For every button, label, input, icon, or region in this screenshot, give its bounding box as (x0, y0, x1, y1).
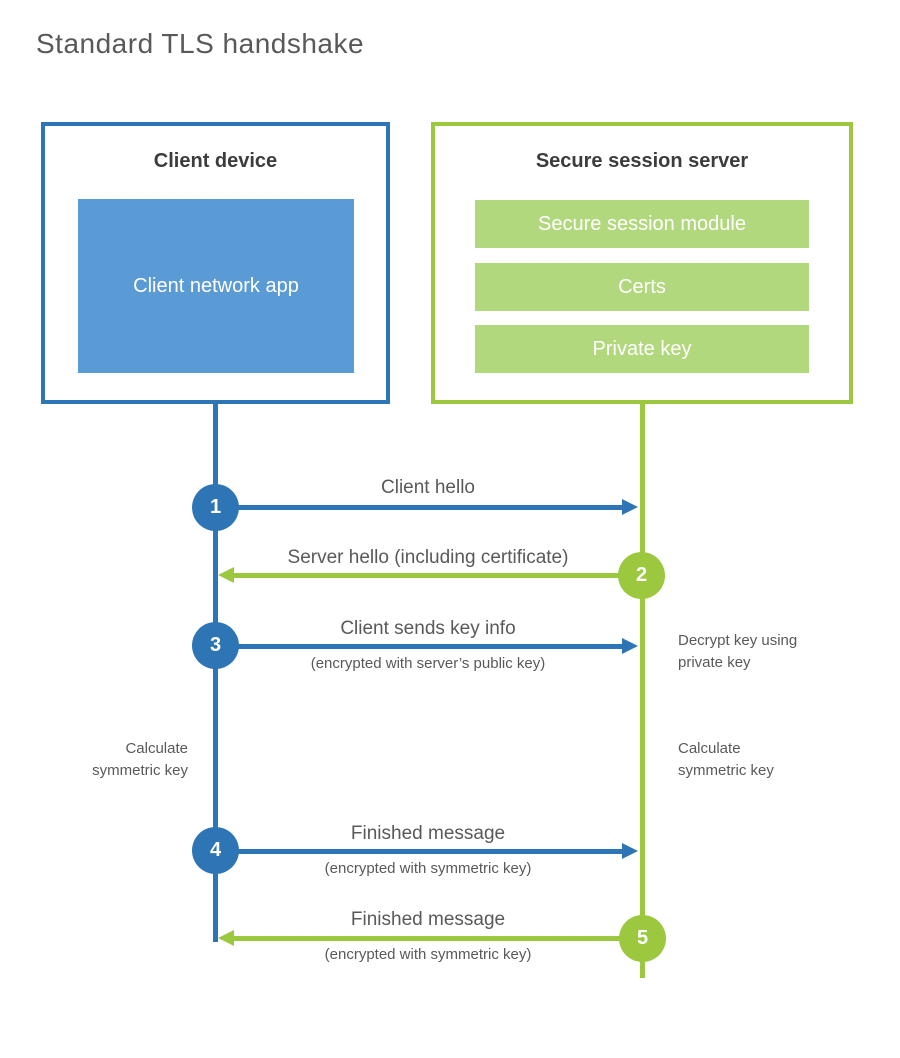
message-arrow-1 (236, 499, 638, 515)
message-label-4: Finished message (350, 823, 506, 844)
arrow-shaft (234, 935, 621, 941)
client-device-box: Client device Client network app (41, 122, 390, 404)
arrow-right-icon (622, 499, 638, 515)
note-calculate-symmetric-key-server: Calculate symmetric key (678, 740, 774, 779)
message-sublabel-3: (encrypted with server’s public key) (310, 655, 546, 672)
message-sublabel-4: (encrypted with symmetric key) (324, 860, 532, 877)
arrow-shaft (236, 848, 622, 854)
step-circle-1: 1 (192, 484, 239, 531)
message-label-2: Server hello (including certificate) (287, 547, 569, 568)
message-sublabel-5: (encrypted with symmetric key) (324, 946, 532, 963)
client-network-app-label: Client network app (133, 275, 299, 297)
message-arrow-4 (236, 843, 638, 859)
arrow-right-icon (622, 843, 638, 859)
note-decrypt-key: Decrypt key using private key (678, 632, 798, 671)
server-module-secure-session: Secure session module (475, 200, 809, 248)
message-label-1: Client hello (381, 477, 475, 498)
arrow-left-icon (218, 567, 234, 583)
message-arrow-5 (218, 930, 621, 946)
arrow-shaft (236, 643, 622, 649)
server-module-private-key: Private key (475, 325, 809, 373)
step-circle-5: 5 (619, 915, 666, 962)
step-circle-4: 4 (192, 827, 239, 874)
server-lifeline (640, 404, 645, 978)
arrow-left-icon (218, 930, 234, 946)
secure-session-server-box: Secure session server Secure session mod… (431, 122, 853, 404)
arrow-shaft (234, 572, 620, 578)
client-network-app-box: Client network app (78, 199, 354, 373)
note-calculate-symmetric-key-client: Calculate symmetric key (92, 740, 188, 779)
client-device-title: Client device (153, 150, 278, 172)
message-arrow-3 (236, 638, 638, 654)
step-circle-2: 2 (618, 552, 665, 599)
secure-session-server-title: Secure session server (535, 150, 749, 172)
arrow-right-icon (622, 638, 638, 654)
arrow-shaft (236, 504, 622, 510)
page-title: Standard TLS handshake (36, 28, 365, 59)
message-label-5: Finished message (350, 909, 506, 930)
message-arrow-2 (218, 567, 620, 583)
client-lifeline (213, 404, 218, 942)
step-circle-3: 3 (192, 622, 239, 669)
message-label-3: Client sends key info (340, 618, 516, 639)
server-module-certs: Certs (475, 263, 809, 311)
